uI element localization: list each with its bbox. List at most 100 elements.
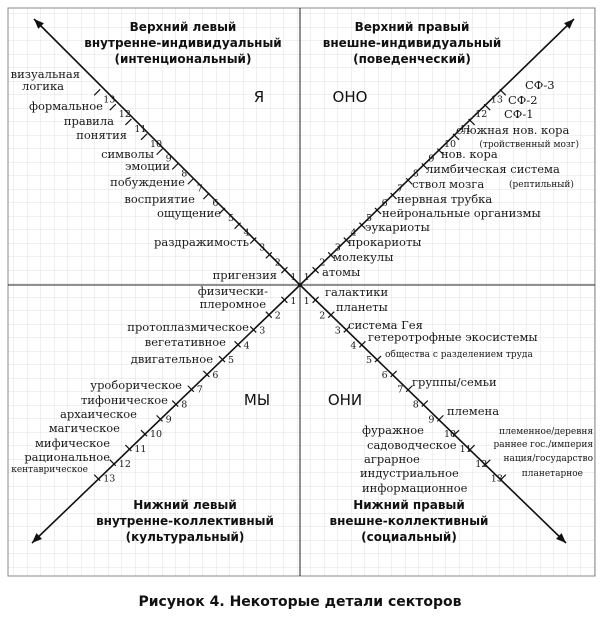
axis-number: 1 xyxy=(290,296,296,307)
header-note: (социальный) xyxy=(361,530,457,544)
level-note: (тройственный мозг) xyxy=(479,139,579,150)
level-label: общества с разделением труда xyxy=(385,349,533,360)
axis-number: 8 xyxy=(181,168,187,179)
axis-number: 11 xyxy=(134,444,146,455)
axis-number: 2 xyxy=(275,257,281,268)
level-label: молекулы xyxy=(333,250,393,264)
axis-tick xyxy=(436,414,444,422)
axis-number: 7 xyxy=(397,183,403,194)
level-label: физически- xyxy=(198,284,268,298)
axis-tick xyxy=(124,444,132,452)
axis-tick xyxy=(93,88,101,96)
level-label: кентаврическое xyxy=(11,465,88,475)
axis-number: 7 xyxy=(197,183,203,194)
axis-tick xyxy=(358,340,366,348)
level-label: сложная нов. кора xyxy=(456,123,570,137)
level-label: лимбическая система xyxy=(426,162,560,176)
axis-tick xyxy=(327,311,335,319)
axis-tick xyxy=(327,251,335,259)
axis-tick xyxy=(405,385,413,393)
level-label: побуждение xyxy=(110,175,185,189)
level-label: вегетативное xyxy=(145,335,226,349)
level-label: галактики xyxy=(325,285,388,299)
axis-number: 2 xyxy=(319,257,325,268)
axis-tick xyxy=(187,385,195,393)
axis-tick xyxy=(483,459,491,467)
axis-tick xyxy=(93,474,101,482)
level-label: садоводческое xyxy=(367,438,457,452)
axis-tick xyxy=(499,474,507,482)
axis-lower-left xyxy=(31,284,301,544)
level-label: раннее гос./империя xyxy=(494,440,594,450)
axis-tick xyxy=(280,266,288,274)
axis-number: 6 xyxy=(212,198,218,209)
axis-number: 3 xyxy=(335,325,341,336)
axis-number: 13 xyxy=(491,474,503,485)
level-label: рациональное xyxy=(24,450,110,464)
axis-number: 4 xyxy=(244,228,250,239)
header-note: (культуральный) xyxy=(126,530,245,544)
axis-number: 10 xyxy=(150,429,162,440)
axis-tick xyxy=(218,355,226,363)
axis-number: 12 xyxy=(119,109,131,120)
diagonal-axes xyxy=(31,18,575,544)
axis-number: 9 xyxy=(166,154,172,165)
axis-lower-right xyxy=(299,284,567,544)
axis-number: 5 xyxy=(366,213,372,224)
level-label: эукариоты xyxy=(365,220,430,234)
axis-tick xyxy=(202,370,210,378)
axis-tick xyxy=(265,311,273,319)
level-label: тифоническое xyxy=(81,393,168,407)
axis-tick xyxy=(249,326,257,333)
axis-tick xyxy=(124,118,132,126)
level-label: протоплазмическое xyxy=(127,320,249,334)
axis-tick xyxy=(234,340,242,348)
axis-tick xyxy=(390,370,398,378)
axis-number: 13 xyxy=(491,94,503,105)
axis-tick xyxy=(171,400,179,407)
axis-number: 1 xyxy=(304,296,310,307)
axis-number: 4 xyxy=(350,228,356,239)
axis-number: 10 xyxy=(150,139,162,150)
axis-tick xyxy=(436,148,444,156)
axis-tick xyxy=(109,459,117,467)
axis-number: 7 xyxy=(397,385,403,396)
axis-number: 8 xyxy=(413,400,419,411)
axis-number: 13 xyxy=(103,94,115,105)
axis-tick xyxy=(468,118,476,126)
level-label: планеты xyxy=(336,300,388,314)
level-label: визуальная xyxy=(11,67,80,81)
axis-number: 11 xyxy=(460,124,472,135)
level-label: фуражное xyxy=(362,423,424,437)
level-label: нов. кора xyxy=(441,147,498,161)
axis-upper-right xyxy=(299,18,575,286)
axis-number: 9 xyxy=(428,414,434,425)
axis-number: 2 xyxy=(319,311,325,322)
axis-tick xyxy=(452,429,460,437)
axis-number: 7 xyxy=(197,385,203,396)
level-label: группы/семьи xyxy=(412,375,497,389)
header-title: Нижний левый xyxy=(133,498,236,512)
axis-tick xyxy=(140,133,148,141)
axis-number: 13 xyxy=(103,474,115,485)
lower-right-labels: галактики планеты система Гея гетеротроф… xyxy=(325,285,593,495)
level-label: племена xyxy=(447,404,499,418)
level-label: ощущение xyxy=(157,206,221,220)
axis-tick xyxy=(421,163,429,170)
axis-tick xyxy=(218,207,226,215)
axis-number: 10 xyxy=(444,429,456,440)
level-label: формальное xyxy=(29,99,103,113)
arrowhead-lower-right xyxy=(556,533,566,543)
axis-number: 9 xyxy=(428,154,434,165)
axis-number: 5 xyxy=(228,213,234,224)
axis-tick xyxy=(343,237,351,244)
level-label: двигательное xyxy=(131,352,213,366)
level-label: пригензия xyxy=(213,268,277,282)
axis-tick xyxy=(312,296,320,304)
axis-number: 8 xyxy=(181,400,187,411)
level-label: логика xyxy=(22,79,64,93)
axis-number: 5 xyxy=(228,355,234,366)
axis-number: 6 xyxy=(382,198,388,209)
level-label: гетеротрофные экосистемы xyxy=(368,330,538,344)
